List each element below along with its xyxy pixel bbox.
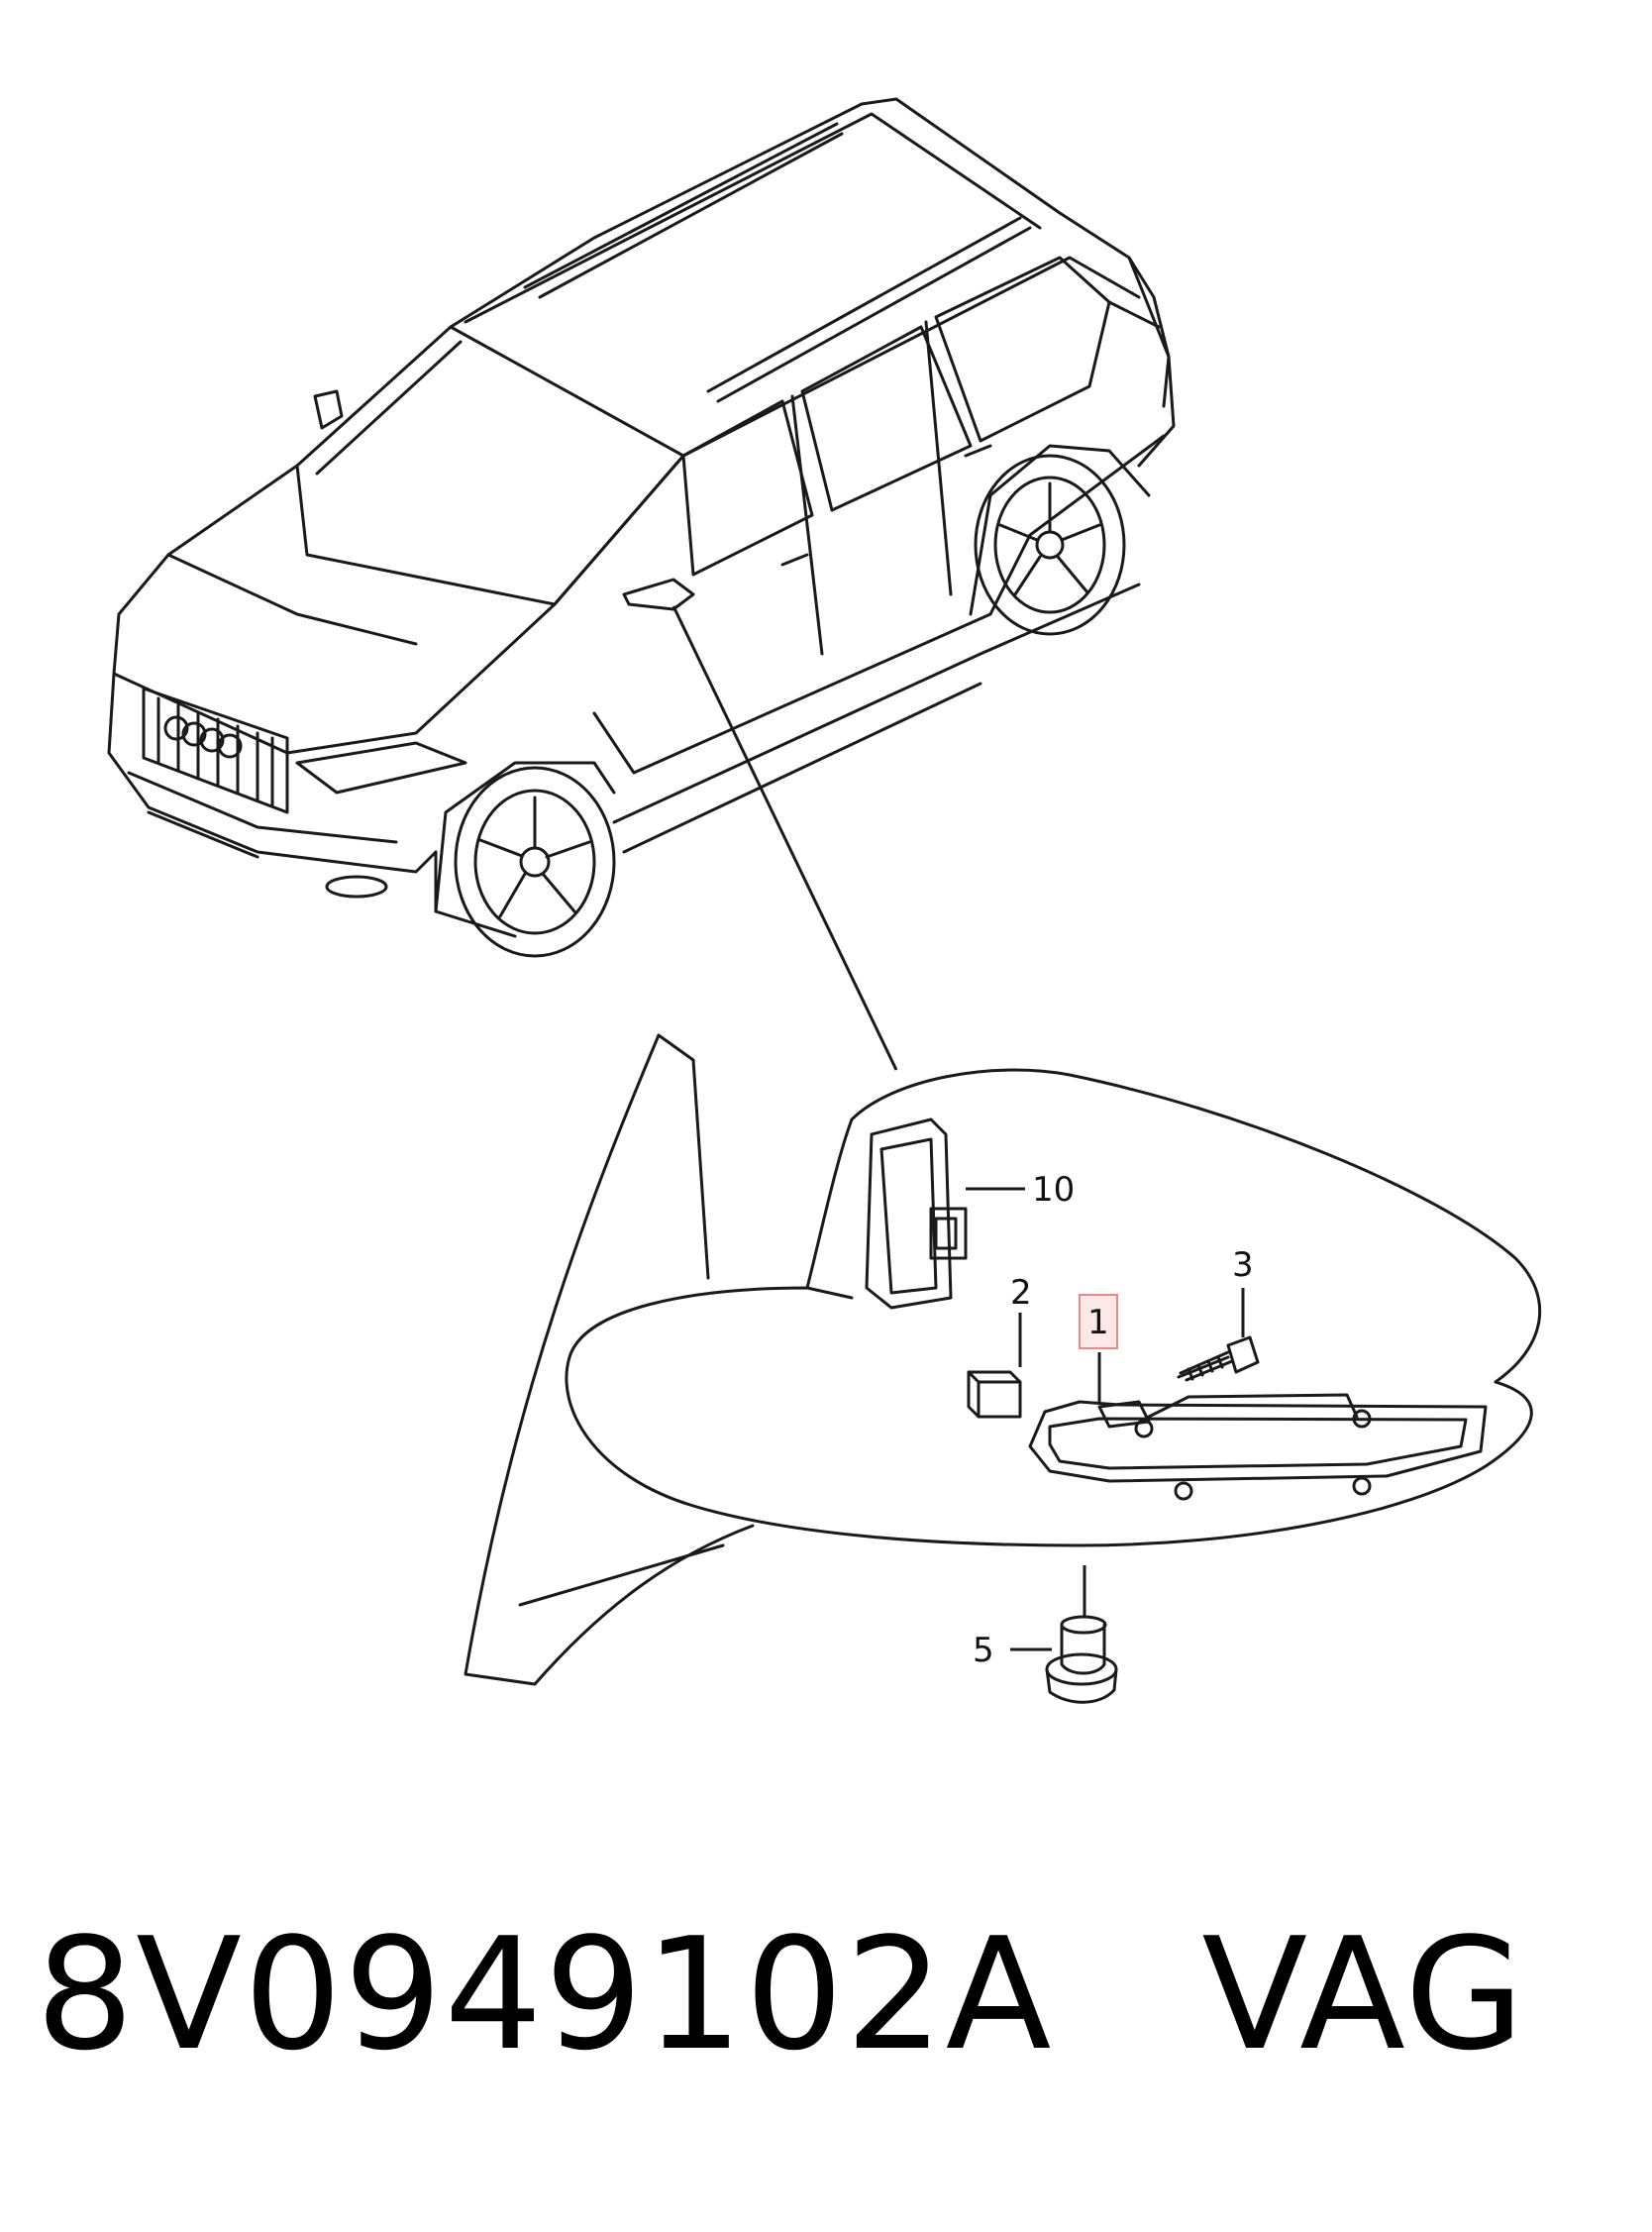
callout-2: 2: [1010, 1273, 1032, 1313]
vehicle-illustration: [107, 97, 1176, 958]
callout-5: 5: [973, 1631, 994, 1670]
callout-leaders: [966, 1187, 1245, 1651]
part-number: 8V0949102A: [36, 1904, 1054, 2084]
leader-line: [671, 605, 898, 1071]
callout-10: 10: [1032, 1170, 1075, 1210]
callout-1: 1: [1087, 1303, 1109, 1342]
brand-name: VAG: [1201, 1904, 1527, 2084]
mirror-assembly: [464, 1033, 1542, 1704]
highlight-box-item-1: [1079, 1294, 1118, 1349]
callout-3: 3: [1232, 1245, 1254, 1285]
